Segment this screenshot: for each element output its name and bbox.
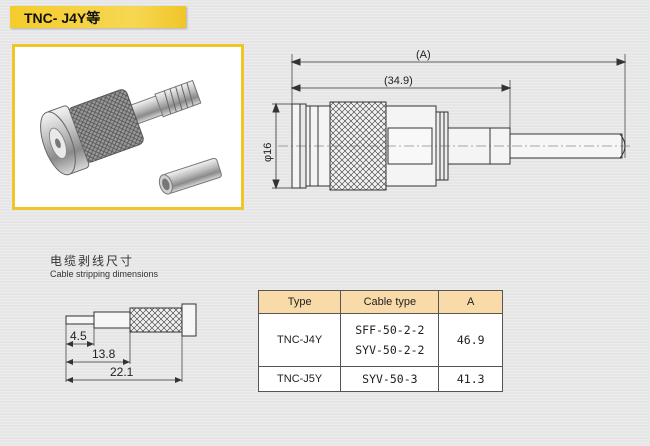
dim-body-label: (34.9) [384,75,413,87]
strip-dim-3: 22.1 [110,365,134,379]
spec-table: Type Cable type A TNC-J4Y SFF-50-2-2 SYV… [257,290,503,392]
cell-cable-type: SFF-50-2-2 SYV-50-2-2 [340,313,440,367]
header-type: Type [257,290,342,314]
cable-type-line: SYV-50-3 [362,372,418,386]
stripping-drawing: 4.5 13.8 22.1 [26,286,206,395]
strip-dim-1: 4.5 [70,329,87,343]
dim-diameter-label: φ16 [262,143,274,162]
cell-type: TNC-J5Y [257,366,342,392]
page-title: TNC- J4Y等 [24,10,101,26]
cable-type-line: SYV-50-2-2 [355,343,425,357]
cell-a-value: 41.3 [438,366,503,392]
title-bar: TNC- J4Y等 [10,6,186,28]
stripping-title-cn: 电缆剥线尺寸 [50,254,135,268]
dim-overall-label: (A) [416,49,431,61]
cable-type-line: SFF-50-2-2 [355,323,425,337]
table-row: TNC-J5Y SYV-50-3 41.3 [257,366,503,392]
header-a: A [438,290,503,314]
connector-drawing-svg: (A) (34.9) φ16 [262,49,633,191]
product-photo [12,44,244,210]
header-cable-type: Cable type [340,290,440,314]
cell-type: TNC-J4Y [257,313,342,367]
strip-dim-2: 13.8 [92,347,116,361]
stripping-drawing-svg: 4.5 13.8 22.1 [65,303,197,383]
cell-a-value: 46.9 [438,313,503,367]
stripping-title-en: Cable stripping dimensions [50,269,159,279]
connector-drawing: (A) (34.9) φ16 [258,40,638,215]
connector-photo-illustration [40,79,222,195]
table-header-row: Type Cable type A [257,290,503,314]
table-row: TNC-J4Y SFF-50-2-2 SYV-50-2-2 46.9 [257,313,503,367]
cell-cable-type: SYV-50-3 [340,366,440,392]
